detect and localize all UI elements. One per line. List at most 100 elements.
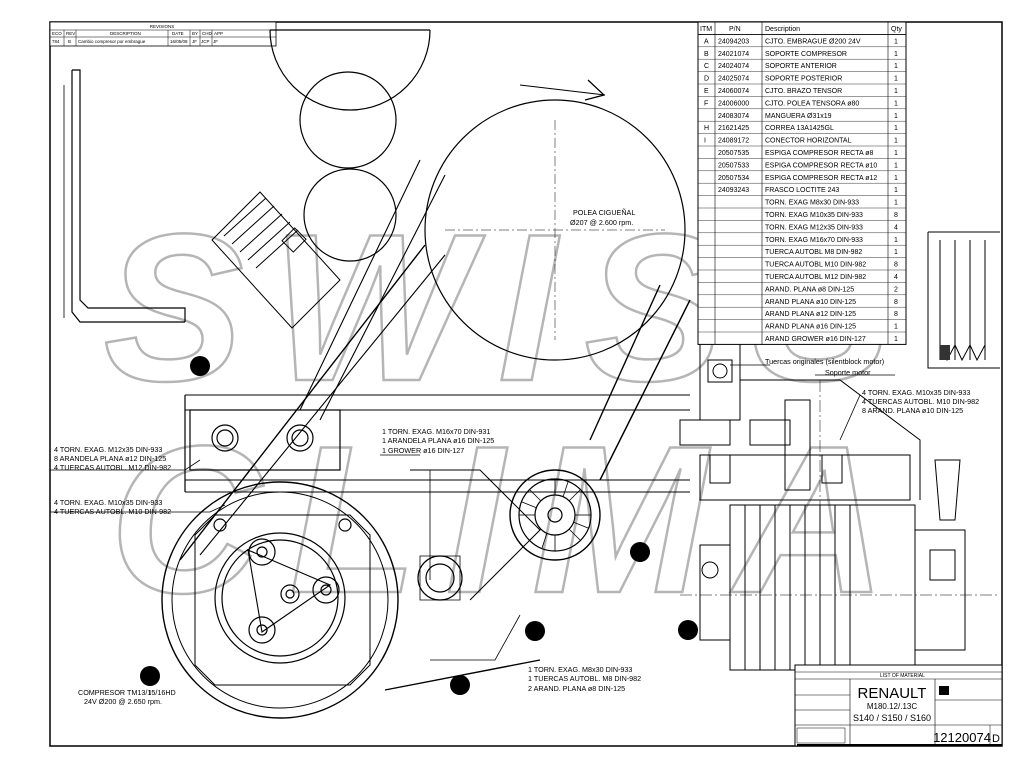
mounting-plate	[189, 409, 341, 471]
bom-cell-itm: D	[704, 76, 709, 83]
label-compresor-line2: 24V Ø200 @ 2.650 rpm.	[84, 697, 162, 706]
note-m16-line3: 1 GROWER ø16 DIN-127	[382, 446, 464, 455]
bom-cell-pn: 24089172	[718, 138, 749, 145]
note-right-line1: 4 TORN. EXAG. M10x35 DIN-933	[862, 388, 970, 397]
bom-cell-qty: 8	[894, 262, 898, 269]
bom-cell-itm: H	[704, 125, 709, 132]
revisions-table: REVISIONS ECO REV DESCRIPTION DATE BY CH…	[49, 21, 277, 47]
balloon-6	[140, 666, 160, 686]
compressor-clutch-pulley	[161, 481, 399, 719]
note-m12-line1: 4 TORN. EXAG. M12x35 DIN-933	[54, 445, 162, 454]
compressor-bracket-left	[71, 69, 186, 323]
bom-cell-itm: A	[704, 38, 709, 45]
bom-cell-itm: C	[704, 63, 709, 70]
bom-header-itm: ITM	[700, 26, 712, 33]
rev-cell-app: JF	[213, 39, 218, 44]
bom-cell-description: ARAND GROWER ø16 DIN-127	[765, 336, 866, 343]
note-m12-line3: 4 TUERCAS AUTOBL. M12 DIN-982	[54, 463, 171, 472]
balloon-1	[190, 356, 210, 376]
bom-cell-itm: B	[704, 51, 709, 58]
note-m10-line1: 4 TORN. EXAG. M10x35 DIN-933	[54, 498, 162, 507]
label-polea-title: POLEA CIGUEÑAL	[573, 208, 635, 217]
note-right-line3: 8 ARAND. PLANA ø10 DIN-125	[862, 406, 963, 415]
label-polea-spec: Ø207 @ 2.600 rpm.	[570, 218, 633, 227]
label-compresor-line1: COMPRESOR TM13/15/16HD	[78, 688, 176, 697]
rev-header-app: APP	[214, 31, 223, 36]
revisions-title: REVISIONS	[150, 24, 175, 29]
drive-belt-inner	[199, 254, 446, 556]
bom-cell-qty: 1	[894, 38, 898, 45]
bom-cell-description: CORREA 13A1425GL	[765, 125, 834, 132]
bom-cell-itm: F	[704, 100, 708, 107]
pulley-section-right	[927, 231, 1000, 369]
note-m8-line2: 1 TUERCAS AUTOBL. M8 DIN-982	[528, 674, 641, 683]
bom-cell-qty: 1	[894, 63, 898, 70]
rev-cell-rev: B	[68, 39, 71, 44]
company-logo-icon	[939, 686, 949, 695]
bom-cell-qty: 1	[894, 51, 898, 58]
bom-cell-qty: 8	[894, 299, 898, 306]
engine-mount-assembly	[679, 289, 1000, 690]
rev-header-rev: REV	[66, 31, 75, 36]
bom-cell-qty: 1	[894, 175, 898, 182]
note-m8-line1: 1 TORN. EXAG. M8x30 DIN-933	[528, 665, 632, 674]
bom-cell-qty: 4	[894, 224, 898, 231]
rev-cell-description: Cambio compresor por embrague	[78, 39, 146, 44]
title-drawing-number: 12120074	[933, 730, 991, 745]
balloon-4	[525, 621, 545, 641]
balloon-7	[678, 620, 698, 640]
upper-pulley-2	[299, 71, 397, 169]
balloon-3	[630, 542, 650, 562]
rev-cell-by: JF	[192, 39, 197, 44]
rev-cell-date: 16/05/08	[170, 39, 188, 44]
bom-cell-qty: 1	[894, 125, 898, 132]
rev-header-date: DATE	[172, 31, 184, 36]
watermark-line2: CLIMA	[110, 402, 915, 637]
idler-circle-mid	[303, 168, 397, 262]
bom-cell-qty: 1	[894, 249, 898, 256]
bom-cell-qty: 1	[894, 187, 898, 194]
note-m16-line1: 1 TORN. EXAG. M16x70 DIN-931	[382, 427, 490, 436]
bom-cell-qty: 1	[894, 150, 898, 157]
bom-cell-qty: 1	[894, 324, 898, 331]
upper-pulley-arc	[269, 29, 431, 111]
bom-cell-itm: E	[704, 88, 709, 95]
bom-cell-description: TUERCA AUTOBL M8 DIN-982	[765, 249, 862, 256]
bom-cell-description: ARAND. PLANA ø8 DIN-125	[765, 286, 854, 293]
bom-cell-description: SOPORTE COMPRESOR	[765, 51, 847, 58]
bom-cell-description: TUERCA AUTOBL M12 DIN-982	[765, 274, 866, 281]
bom-cell-pn: 24025074	[718, 76, 749, 83]
note-m8-line3: 2 ARAND. PLANA ø8 DIN-125	[528, 684, 625, 693]
bom-cell-description: CONECTOR HORIZONTAL	[765, 138, 852, 145]
bom-cell-description: FRASCO LOCTITE 243	[765, 187, 839, 194]
bom-cell-pn: 24060074	[718, 88, 749, 95]
bom-cell-description: TORN. EXAG M10x35 DIN-933	[765, 212, 863, 219]
bom-header-pn: P/N	[729, 26, 741, 33]
bom-cell-description: TUERCA AUTOBL M10 DIN-982	[765, 262, 866, 269]
label-soporte-motor: Soporte motor	[825, 368, 871, 377]
chassis-rail	[185, 394, 690, 493]
crankshaft-pulley	[424, 99, 686, 361]
rev-header-eco: ECO	[52, 31, 62, 36]
bom-cell-description: ARAND PLANA ø16 DIN-125	[765, 324, 856, 331]
bom-cell-itm: I	[704, 138, 706, 145]
bom-cell-description: SOPORTE ANTERIOR	[765, 63, 837, 70]
bom-cell-qty: 1	[894, 88, 898, 95]
leader-lines	[50, 364, 895, 695]
bom-cell-qty: 1	[894, 237, 898, 244]
note-right-line2: 4 TUERCAS AUTOBL. M10 DIN-982	[862, 397, 979, 406]
bom-cell-description: CJTO. EMBRAGUE Ø200 24V	[765, 38, 861, 45]
bom-cell-description: TORN. EXAG M8x30 DIN-933	[765, 200, 859, 207]
bom-cell-description: TORN. EXAG M16x70 DIN-933	[765, 237, 863, 244]
bom-cell-pn: 24021074	[718, 51, 749, 58]
balloon-5	[450, 675, 470, 695]
bom-cell-pn: 24093243	[718, 187, 749, 194]
bom-cell-pn: 24006000	[718, 100, 749, 107]
bom-cell-description: ARAND PLANA ø12 DIN-125	[765, 311, 856, 318]
bom-cell-pn: 24083074	[718, 113, 749, 120]
bom-cell-description: CJTO. POLEA TENSORA ø80	[765, 100, 859, 107]
alternator-angled	[211, 191, 341, 329]
bom-cell-qty: 1	[894, 162, 898, 169]
